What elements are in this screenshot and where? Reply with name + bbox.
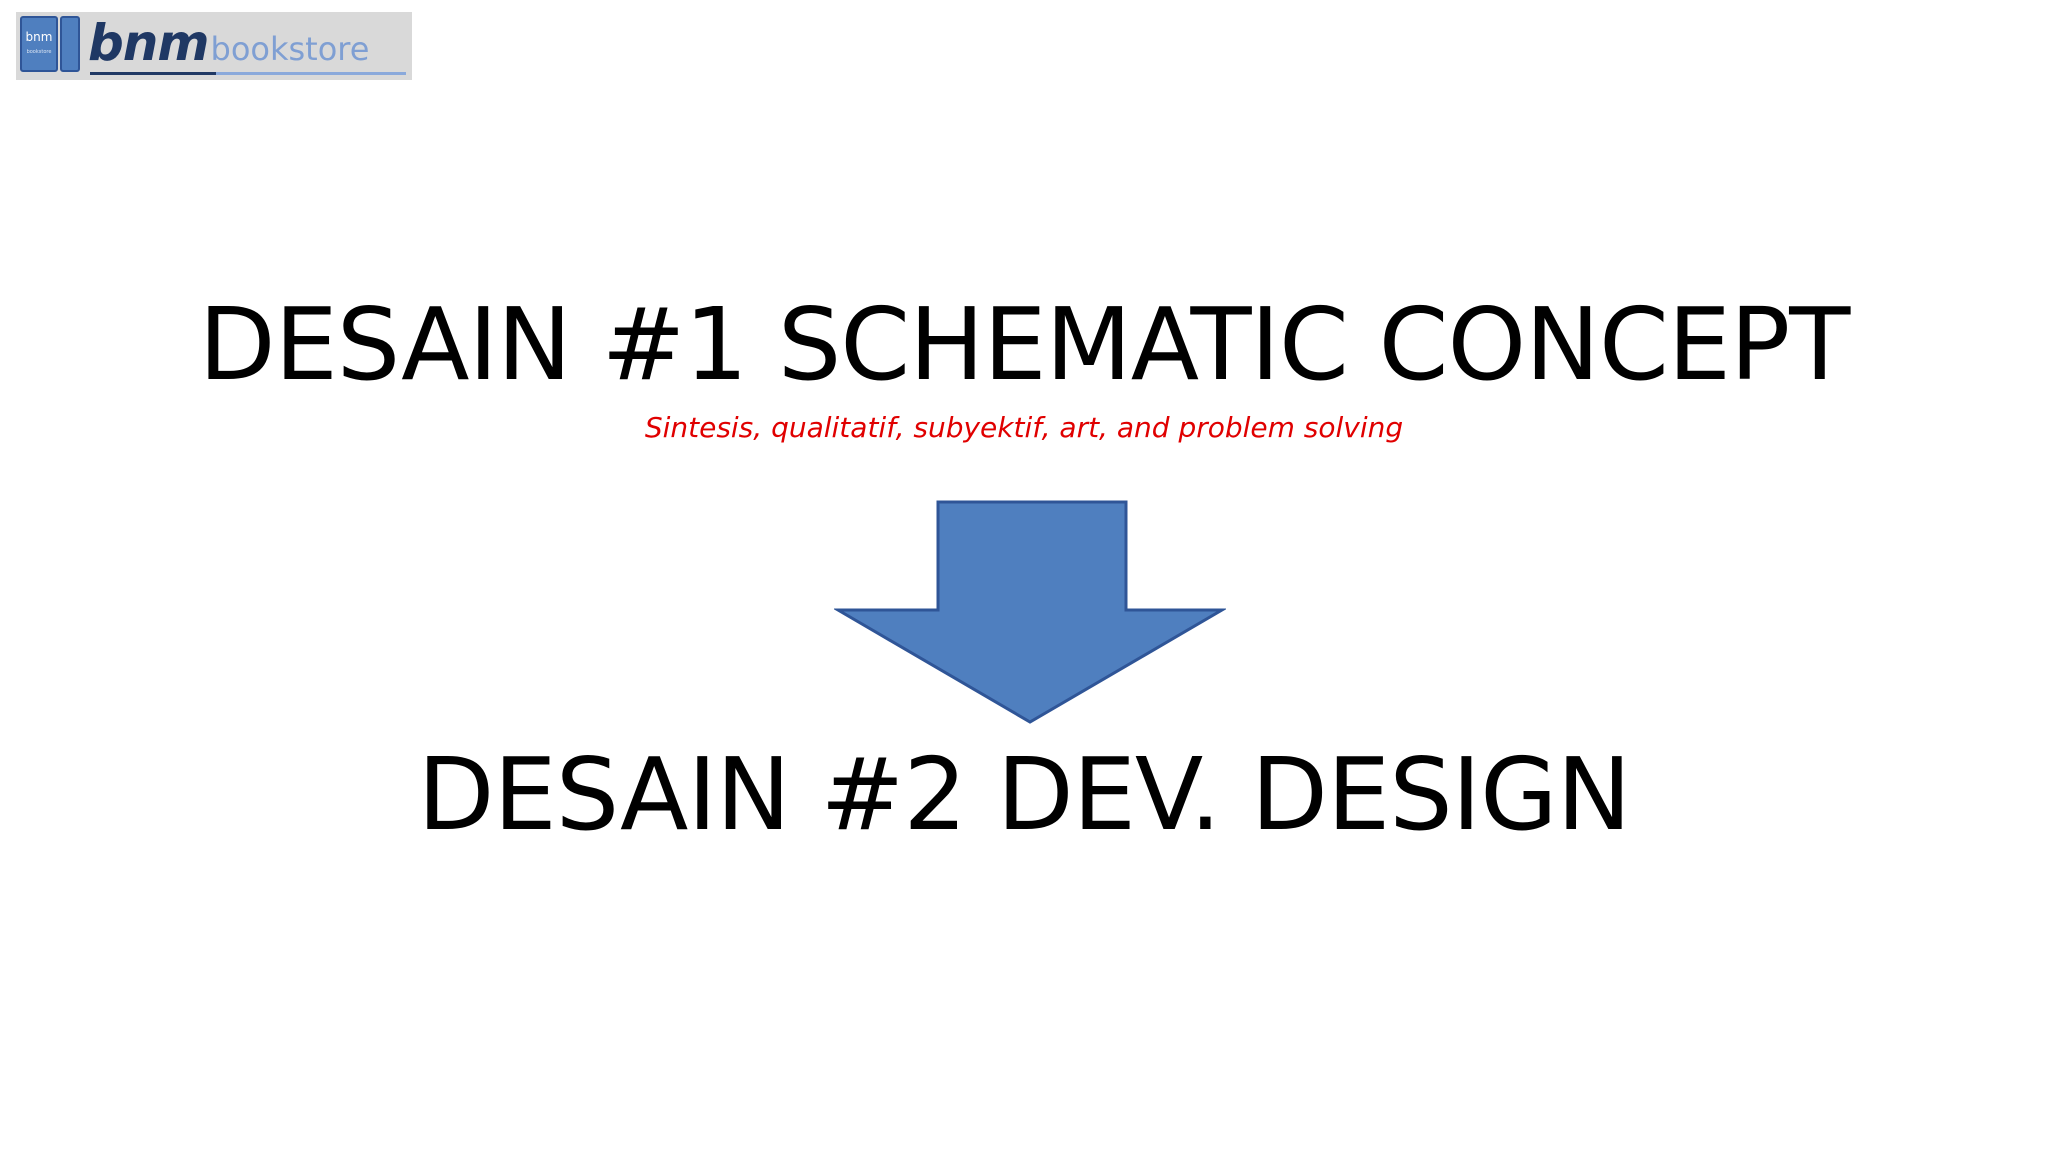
book-cover-left: [20, 16, 58, 72]
logo-underline: [90, 72, 406, 75]
heading-dev-design: DESAIN #2 DEV. DESIGN: [417, 736, 1632, 853]
logo-book-sublabel: bookstore: [26, 49, 52, 55]
book-cover-right: [60, 16, 80, 72]
logo-brand-secondary: bookstore: [210, 30, 370, 68]
down-arrow-icon: [834, 500, 1226, 724]
logo-brand-primary: bnm: [88, 14, 209, 72]
bnm-bookstore-logo: bnm bookstore bnmbookstore: [16, 12, 412, 80]
logo-book-label: bnm: [25, 30, 53, 44]
subtitle-keywords: Sintesis, qualitatif, subyektif, art, an…: [644, 411, 1404, 444]
book-icon: bnm bookstore: [20, 16, 80, 72]
down-arrow-shape: [834, 500, 1226, 724]
logo-wordmark: bnmbookstore: [88, 14, 369, 78]
heading-schematic-concept: DESAIN #1 SCHEMATIC CONCEPT: [198, 286, 1851, 403]
logo-underline-accent: [90, 72, 216, 75]
